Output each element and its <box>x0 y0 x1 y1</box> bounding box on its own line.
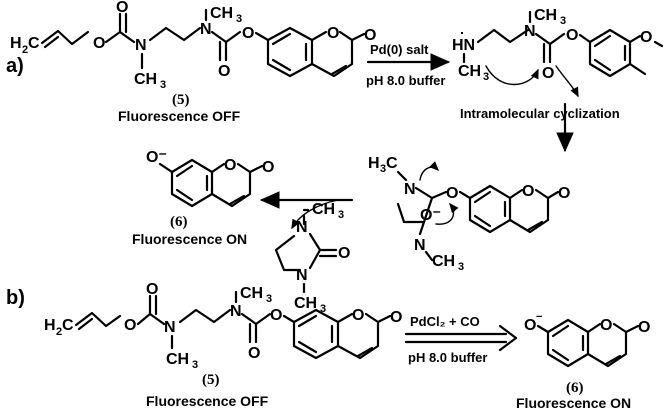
svg-text:O: O <box>542 65 554 82</box>
svg-text:O: O <box>218 63 230 80</box>
svg-text:HN: HN <box>452 37 475 54</box>
panel-label-b: b) <box>6 287 25 309</box>
panel-label-a: a) <box>6 55 24 77</box>
svg-text:O: O <box>600 317 612 334</box>
svg-text:O: O <box>524 317 536 334</box>
svg-text:3: 3 <box>320 303 326 315</box>
fluorescence-on-label-b: Fluorescence ON <box>516 395 631 411</box>
compound-5-label-a: (5) <box>172 92 190 108</box>
compound-6-structure-b: O − O O <box>524 311 650 368</box>
svg-text:H: H <box>368 155 380 172</box>
svg-text:O: O <box>248 345 260 362</box>
svg-text:H: H <box>44 317 56 334</box>
fluorescence-on-label-a: Fluorescence ON <box>132 231 247 247</box>
svg-text:CH: CH <box>166 351 189 368</box>
svg-text:C: C <box>386 155 398 172</box>
svg-text:O: O <box>116 0 128 16</box>
svg-text:N: N <box>164 319 176 336</box>
svg-text:CH: CH <box>294 295 317 312</box>
svg-text:N: N <box>200 21 212 38</box>
compound-6-structure-a: O⁻ O O <box>146 149 274 208</box>
svg-text:N: N <box>230 303 242 320</box>
svg-text:O: O <box>338 245 350 262</box>
svg-text:O: O <box>270 307 282 324</box>
svg-text:CH: CH <box>458 63 481 80</box>
svg-text:CH: CH <box>240 285 263 302</box>
intermediate-amine-structure: HN N CH 3 CH 3 O O O <box>452 7 664 98</box>
svg-text:3: 3 <box>338 209 344 221</box>
svg-text:O: O <box>640 29 652 46</box>
svg-text:CH: CH <box>210 5 233 22</box>
svg-text:CH: CH <box>312 201 335 218</box>
svg-text:O: O <box>446 185 458 202</box>
svg-text:C: C <box>28 35 40 52</box>
condition-pdcl2-co: PdCl₂ + CO <box>410 314 480 329</box>
svg-text:N: N <box>135 37 147 54</box>
svg-text:CH: CH <box>134 71 157 88</box>
imidazolidinone-byproduct-structure: N CH 3 O N CH 3 <box>274 201 350 315</box>
svg-text:N: N <box>296 267 308 284</box>
condition-ph-buffer-a: pH 8.0 buffer <box>366 73 445 88</box>
svg-text:H: H <box>10 35 22 52</box>
svg-text:O: O <box>224 157 236 174</box>
byproduct-arrow <box>291 199 339 230</box>
svg-text:3: 3 <box>160 79 166 91</box>
fluorescence-off-label-b: Fluorescence OFF <box>146 393 269 409</box>
svg-text:O: O <box>558 185 570 202</box>
condition-ph-buffer-b: pH 8.0 buffer <box>408 350 487 365</box>
svg-text:3: 3 <box>192 359 198 371</box>
svg-text:O: O <box>390 309 402 326</box>
compound-5-label-b: (5) <box>202 372 220 388</box>
svg-text:O: O <box>124 317 136 334</box>
svg-text:N: N <box>296 219 308 236</box>
svg-text:O: O <box>242 25 254 42</box>
compound-5-structure-b: H 2 C O O N CH 3 N CH 3 O O O O <box>44 281 402 371</box>
svg-text:3: 3 <box>483 71 489 83</box>
condition-pd-salt: Pd(0) salt <box>370 42 429 57</box>
svg-text:O: O <box>262 159 274 176</box>
svg-text:O: O <box>638 319 650 336</box>
svg-text:C: C <box>62 317 74 334</box>
svg-text:CH: CH <box>432 253 455 270</box>
svg-text:O: O <box>327 25 339 42</box>
svg-text:N: N <box>414 237 426 254</box>
svg-text:3: 3 <box>236 13 242 25</box>
cyclic-intermediate-structure: H 3 C N N CH 3 O⁻ O O O <box>368 155 570 273</box>
compound-6-label-b: (6) <box>566 380 584 396</box>
svg-text:O: O <box>146 281 158 298</box>
svg-text:O: O <box>566 27 578 44</box>
svg-text:N: N <box>524 23 536 40</box>
svg-text:O: O <box>352 307 364 324</box>
svg-text:O⁻: O⁻ <box>146 149 167 166</box>
svg-text:3: 3 <box>380 163 386 175</box>
svg-text:2: 2 <box>56 326 62 338</box>
reaction-arrow-b <box>404 324 518 352</box>
compound-5-structure-a: H 2 C O O N CH 3 N CH 3 O O O O <box>10 0 376 91</box>
svg-text:3: 3 <box>458 261 464 273</box>
svg-text:−: − <box>536 311 542 323</box>
condition-cyclization: Intramolecular cyclization <box>460 106 620 121</box>
svg-text:N: N <box>404 181 416 198</box>
svg-text:O: O <box>522 183 534 200</box>
svg-text:O⁻: O⁻ <box>420 207 441 224</box>
svg-text:O: O <box>364 27 376 44</box>
svg-text:3: 3 <box>266 293 272 305</box>
svg-text:2: 2 <box>22 44 28 56</box>
compound-6-label-a: (6) <box>170 214 188 230</box>
svg-text:CH: CH <box>534 7 557 24</box>
svg-text:O: O <box>93 35 105 52</box>
fluorescence-off-label-a: Fluorescence OFF <box>118 108 241 124</box>
svg-text:3: 3 <box>560 15 566 27</box>
